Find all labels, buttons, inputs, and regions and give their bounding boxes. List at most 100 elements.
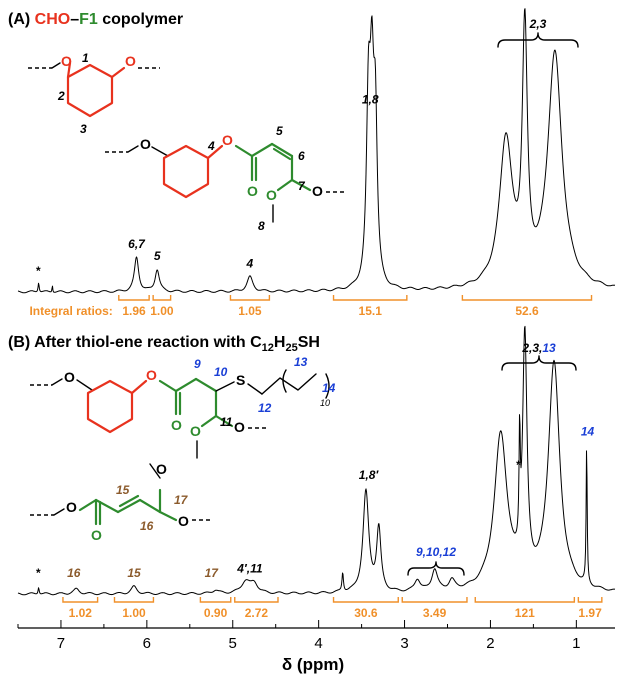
x-tick-label: 1 xyxy=(572,635,580,652)
svg-text:S: S xyxy=(236,372,245,388)
svg-text:O: O xyxy=(234,419,245,435)
svg-text:O: O xyxy=(66,499,77,515)
svg-text:1: 1 xyxy=(82,51,89,65)
spectrum-a-trace xyxy=(17,8,616,294)
peak-label: * xyxy=(516,458,522,472)
bracket-b-2-3-13 xyxy=(501,355,577,371)
integral-value: 0.90 xyxy=(204,606,228,620)
x-tick-label: 2 xyxy=(486,635,494,652)
peak-label: 14 xyxy=(581,425,595,439)
peak-label: 16 xyxy=(67,566,81,580)
svg-text:O: O xyxy=(222,132,233,148)
svg-text:O: O xyxy=(171,417,182,433)
svg-text:13: 13 xyxy=(294,355,308,369)
peak-label: * xyxy=(35,264,41,278)
panel-b-title: (B) After thiol-ene reaction with C12H25… xyxy=(8,334,320,354)
spectrum-b-integrals: 1.02 1.00 0.90 2.72 30.6 3.49 121 1.97 xyxy=(62,597,603,620)
x-tick-label: 5 xyxy=(229,635,237,652)
peak-label: 5 xyxy=(154,249,161,263)
x-tick-label: 6 xyxy=(143,635,151,652)
svg-text:10: 10 xyxy=(320,398,330,408)
svg-text:7: 7 xyxy=(298,179,306,193)
integral-bracket xyxy=(234,597,279,603)
svg-text:O: O xyxy=(91,527,102,543)
integral-bracket xyxy=(199,597,232,603)
x-tick-label: 4 xyxy=(314,635,322,652)
svg-text:10: 10 xyxy=(214,365,228,379)
integral-bracket xyxy=(474,597,576,603)
svg-text:9: 9 xyxy=(194,357,201,371)
svg-text:O: O xyxy=(156,461,167,477)
svg-text:O: O xyxy=(312,183,323,199)
x-tick-label: 3 xyxy=(400,635,408,652)
peak-label: 6,7 xyxy=(128,237,146,251)
svg-text:12: 12 xyxy=(258,401,272,415)
integral-bracket xyxy=(229,295,271,301)
integral-value: 121 xyxy=(515,606,535,620)
svg-text:O: O xyxy=(247,183,258,199)
svg-text:O: O xyxy=(64,369,75,385)
integral-value: 15.1 xyxy=(359,304,383,318)
integral-bracket xyxy=(577,597,603,603)
peak-label: 15 xyxy=(127,566,141,580)
integral-bracket xyxy=(401,597,468,603)
integral-value: 52.6 xyxy=(515,304,539,318)
svg-text:O: O xyxy=(146,367,157,383)
integral-value: 3.49 xyxy=(423,606,447,620)
integral-value: 1.96 xyxy=(122,304,146,318)
integral-bracket xyxy=(332,597,399,603)
svg-text:O: O xyxy=(61,53,72,69)
svg-text:15: 15 xyxy=(116,483,130,497)
x-axis: 7 6 5 4 3 2 1 xyxy=(17,620,615,652)
bracket-b-label: 2,3,13 xyxy=(521,341,556,355)
svg-text:14: 14 xyxy=(322,381,336,395)
structure-b-adduct: O O O O O S 9 10 11 12 13 14 10 xyxy=(30,355,336,459)
integral-bracket xyxy=(461,295,593,301)
integral-value: 2.72 xyxy=(245,606,269,620)
svg-text:2: 2 xyxy=(57,89,65,103)
svg-text:8: 8 xyxy=(258,219,265,233)
integral-value: 1.00 xyxy=(150,304,174,318)
spectrum-b-trace xyxy=(17,325,616,596)
structure-a-cho-unit: O O 1 2 3 xyxy=(28,51,160,136)
x-tick-label: 7 xyxy=(57,635,65,652)
svg-text:17: 17 xyxy=(174,493,189,507)
integral-bracket xyxy=(118,295,150,301)
structure-a-f1-unit: O O 4 O O O 5 6 7 8 xyxy=(105,124,346,233)
svg-text:O: O xyxy=(266,187,277,203)
bracket-a-2-3 xyxy=(497,32,579,48)
svg-text:O: O xyxy=(140,136,151,152)
peak-label: 1,8 xyxy=(362,92,379,106)
svg-text:O: O xyxy=(178,513,189,529)
bracket-a-label: 2,3 xyxy=(529,17,547,31)
integral-bracket xyxy=(332,295,408,301)
x-axis-label: δ (ppm) xyxy=(282,655,344,674)
svg-text:16: 16 xyxy=(140,519,154,533)
svg-text:4: 4 xyxy=(207,139,215,153)
svg-text:5: 5 xyxy=(276,124,283,138)
panel-a-title: (A) CHO–F1 copolymer xyxy=(8,11,183,28)
group-label-9-10-12: 9,10,12 xyxy=(416,545,456,559)
integral-bracket xyxy=(62,597,99,603)
integral-value: 1.05 xyxy=(238,304,262,318)
svg-text:O: O xyxy=(190,423,201,439)
spectrum-a-peak-labels: * 6,7 5 4 1,8 xyxy=(35,92,378,278)
integral-prefix: Integral ratios: xyxy=(29,304,112,318)
integral-bracket xyxy=(152,295,172,301)
svg-text:6: 6 xyxy=(298,149,305,163)
peak-label: * xyxy=(35,566,41,580)
peak-label: 4′,11 xyxy=(236,561,263,575)
integral-bracket xyxy=(113,597,155,603)
peak-label: 17 xyxy=(205,566,220,580)
svg-text:11: 11 xyxy=(220,415,233,429)
integral-value: 30.6 xyxy=(354,606,378,620)
peak-label: 1,8′ xyxy=(359,468,380,482)
integral-value: 1.97 xyxy=(578,606,602,620)
peak-label: 4 xyxy=(246,257,254,271)
svg-text:O: O xyxy=(125,53,136,69)
integral-value: 1.02 xyxy=(69,606,93,620)
bracket-b-9-10-12 xyxy=(407,561,465,576)
integral-value: 1.00 xyxy=(122,606,146,620)
spectrum-a-integrals: 1.96 1.00 1.05 15.1 52.6 Integral ratios: xyxy=(29,295,593,318)
